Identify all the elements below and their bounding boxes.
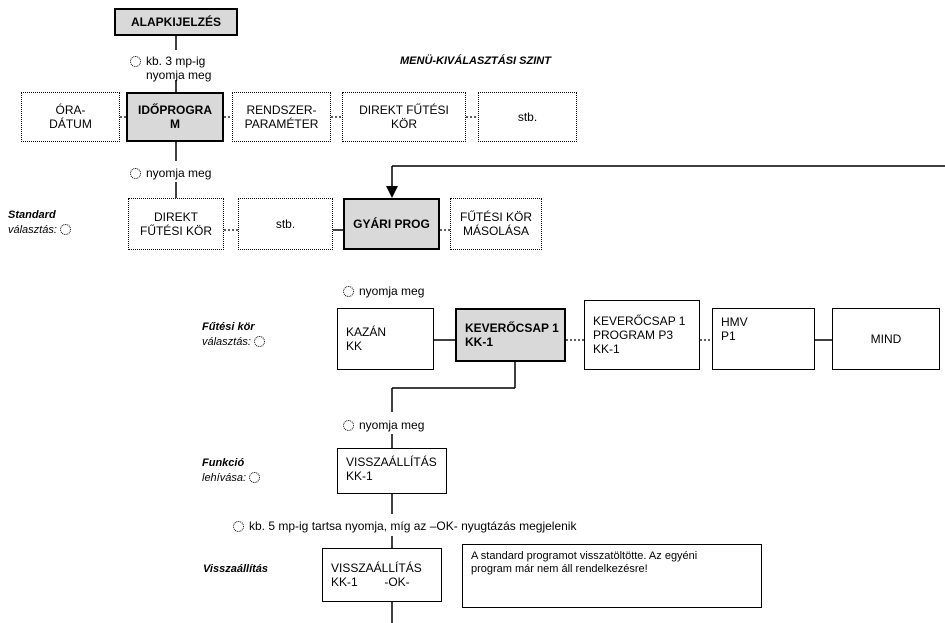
direkt-futesi-kor-top-box[interactable]: DIREKT FŰTÉSI KÖR xyxy=(342,92,466,142)
rotary-knob-icon xyxy=(343,420,354,431)
rotary-knob-icon xyxy=(253,336,265,347)
standard-label: Standard választás: xyxy=(8,208,76,238)
alapkijelzes-box: ALAPKIJELZÉS xyxy=(114,8,238,36)
rotary-knob-icon xyxy=(130,56,141,67)
restore-note: A standard programot visszatöltötte. Az … xyxy=(462,544,762,608)
mind-box[interactable]: MIND xyxy=(832,308,940,370)
visszaallitas-ok-box[interactable]: VISSZAÁLLÍTÁS KK-1 -OK- xyxy=(322,548,442,602)
instruction-press-2: nyomja meg xyxy=(343,284,424,298)
hmv-p1-box[interactable]: HMV P1 xyxy=(712,308,815,370)
rotary-knob-icon xyxy=(130,168,141,179)
instruction-press-5s: kb. 5 mp-ig tartsa nyomja, míg az –OK- n… xyxy=(233,519,576,533)
instruction-press-3: nyomja meg xyxy=(343,418,424,432)
stb-top-box[interactable]: stb. xyxy=(478,92,577,142)
instruction-press-1: nyomja meg xyxy=(130,166,211,180)
idoprogram-box[interactable]: IDŐPROGRA M xyxy=(126,92,224,142)
visszaallitas-kk1-box[interactable]: VISSZAÁLLÍTÁS KK-1 xyxy=(337,448,447,494)
gyari-prog-box[interactable]: GYÁRI PROG xyxy=(343,198,440,250)
rotary-knob-icon xyxy=(233,521,244,532)
rotary-knob-icon xyxy=(249,472,261,483)
direkt-futesi-kor-mid-box[interactable]: DIREKT FŰTÉSI KÖR xyxy=(128,198,224,250)
kevero-program-p3-box[interactable]: KEVERŐCSAP 1 PROGRAM P3 KK-1 xyxy=(584,300,700,370)
stb-mid-box[interactable]: stb. xyxy=(238,198,333,250)
kazan-kk-box[interactable]: KAZÁN KK xyxy=(337,308,434,370)
rendszer-parameter-box[interactable]: RENDSZER- PARAMÉTER xyxy=(232,92,331,142)
rotary-knob-icon xyxy=(59,224,71,235)
visszaallitas-label: Visszaállítás xyxy=(203,563,269,575)
kevero-kk1-box[interactable]: KEVERŐCSAP 1 KK-1 xyxy=(455,308,566,362)
ora-datum-box[interactable]: ÓRA- DÁTUM xyxy=(21,92,120,142)
instruction-press-3s: kb. 3 mp-ig nyomja meg xyxy=(130,54,250,82)
menu-level-heading: MENÜ-KIVÁLASZTÁSI SZINT xyxy=(400,55,551,67)
futesi-kor-masolasa-box[interactable]: FŰTÉSI KÖR MÁSOLÁSA xyxy=(450,198,542,250)
futesi-kor-label: Fűtési kör választás: xyxy=(202,320,270,350)
rotary-knob-icon xyxy=(343,286,354,297)
funkcio-label: Funkció lehívása: xyxy=(202,456,265,486)
